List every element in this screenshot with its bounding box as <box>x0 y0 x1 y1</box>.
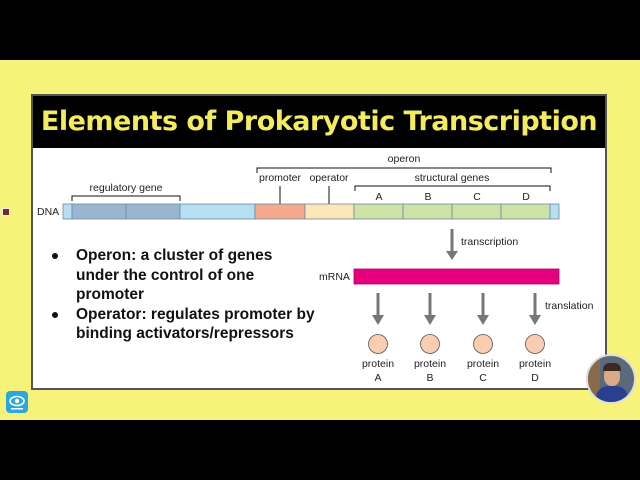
dna-left-end <box>62 203 73 220</box>
operon-label: operon <box>388 153 421 165</box>
translation-arrow-b <box>424 293 436 325</box>
gene-d-segment <box>500 203 551 220</box>
gene-a-segment <box>353 203 404 220</box>
translation-arrow-d <box>529 293 541 325</box>
gene-label-c: C <box>473 191 481 203</box>
protein-b-circle <box>420 334 440 354</box>
translation-arrow-c <box>477 293 489 325</box>
operon-bracket <box>256 167 552 173</box>
transcription-arrow <box>446 229 458 260</box>
regulatory-gene-bracket <box>71 195 181 201</box>
protein-d-letter: D <box>531 372 539 384</box>
dna-label: DNA <box>37 206 59 218</box>
translation-label: translation <box>545 300 594 312</box>
slide-title: Elements of Prokaryotic Transcription <box>33 96 605 148</box>
spacer-segment <box>179 203 256 220</box>
eye-icon[interactable] <box>6 391 28 413</box>
protein-a-word: protein <box>362 358 394 370</box>
regulatory-gene-label: regulatory gene <box>90 182 163 194</box>
operator-segment <box>304 203 355 220</box>
bullet-operator: Operator: regulates promoter by binding … <box>49 305 319 344</box>
protein-a-circle <box>368 334 388 354</box>
promoter-label: promoter <box>259 172 302 184</box>
slide: Elements of Prokaryotic Transcription <box>31 94 607 390</box>
gene-b-segment <box>402 203 453 220</box>
protein-a-letter: A <box>374 372 381 384</box>
side-marker <box>2 208 10 216</box>
protein-c-word: protein <box>467 358 499 370</box>
gene-label-a: A <box>375 191 382 203</box>
gene-c-segment <box>451 203 502 220</box>
dna-strand <box>62 203 560 220</box>
protein-d-word: protein <box>519 358 551 370</box>
protein-b-word: protein <box>414 358 446 370</box>
transcription-label: transcription <box>461 236 518 248</box>
presenter-webcam <box>586 354 636 404</box>
promoter-segment <box>254 203 306 220</box>
bullet-list: Operon: a cluster of genes under the con… <box>49 246 319 344</box>
structural-genes-bracket <box>354 185 551 191</box>
mrna-label: mRNA <box>319 271 350 283</box>
regulatory-gene-segment-2 <box>125 203 181 220</box>
dna-right-end <box>549 203 560 220</box>
protein-c-letter: C <box>479 372 487 384</box>
mrna-strand <box>353 268 560 285</box>
gene-label-d: D <box>522 191 530 203</box>
regulatory-gene-segment-1 <box>71 203 127 220</box>
structural-genes-label: structural genes <box>415 172 490 184</box>
protein-d-circle <box>525 334 545 354</box>
translation-arrow-a <box>372 293 384 325</box>
gene-label-b: B <box>424 191 431 203</box>
operator-label: operator <box>309 172 349 184</box>
protein-b-letter: B <box>426 372 433 384</box>
protein-c-circle <box>473 334 493 354</box>
bullet-operon: Operon: a cluster of genes under the con… <box>49 246 319 305</box>
